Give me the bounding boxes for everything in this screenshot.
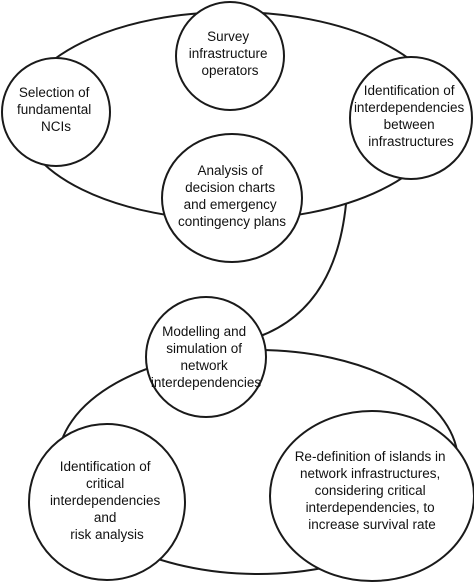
analysis-node: Analysis of decision charts and emergenc…: [161, 133, 303, 263]
modelling-line: simulation of: [166, 341, 242, 356]
modelling-line: network: [180, 358, 228, 373]
identification-interdependencies-line: Identification of: [364, 83, 455, 98]
survey-node-label: Survey infrastructure operators: [189, 29, 272, 78]
survey-node-circle: [175, 1, 285, 111]
selection-line: fundamental: [17, 102, 91, 117]
identification-critical-line: and: [94, 510, 117, 525]
analysis-node-circle: [161, 133, 303, 263]
redefinition-node-circle: [269, 410, 474, 582]
redefinition-line: interdependencies, to: [306, 500, 435, 515]
identification-interdependencies-circle: [349, 56, 473, 180]
modelling-line: Modelling and: [162, 324, 246, 339]
selection-node-circle: [1, 57, 111, 167]
identification-critical-circle: [28, 423, 186, 581]
identification-interdependencies-line: infrastructures: [368, 134, 454, 149]
survey-line: Survey: [207, 29, 249, 44]
modelling-node-circle: [145, 296, 267, 418]
identification-critical-node: Identification of critical interdependen…: [28, 423, 186, 581]
identification-critical-line: Identification of: [60, 459, 151, 474]
identification-critical-line: interdependencies: [50, 493, 161, 508]
analysis-line: Analysis of: [197, 163, 263, 178]
analysis-node-label: Analysis of decision charts and emergenc…: [178, 163, 286, 229]
modelling-node: Modelling and simulation of network inte…: [145, 296, 267, 418]
identification-critical-line: risk analysis: [70, 527, 144, 542]
analysis-line: decision charts: [185, 180, 275, 195]
identification-interdependencies-label: Identification of interdependencies betw…: [354, 83, 468, 149]
modelling-line: interdependencies: [151, 375, 262, 390]
analysis-line: contingency plans: [178, 214, 286, 229]
identification-critical-line: critical: [86, 476, 124, 491]
redefinition-line: Re-definition of islands in: [295, 449, 446, 464]
identification-critical-label: Identification of critical interdependen…: [50, 459, 164, 542]
redefinition-line: considering critical: [315, 483, 426, 498]
redefinition-node-label: Re-definition of islands in network infr…: [295, 449, 450, 532]
identification-interdependencies-line: between: [384, 117, 435, 132]
redefinition-node: Re-definition of islands in network infr…: [269, 410, 474, 582]
selection-node: Selection of fundamental NCIs: [1, 57, 111, 167]
selection-line: Selection of: [19, 85, 90, 100]
identification-interdependencies-node: Identification of interdependencies betw…: [349, 56, 473, 180]
selection-line: NCIs: [41, 119, 71, 134]
redefinition-line: network infrastructures,: [300, 466, 440, 481]
modelling-node-label: Modelling and simulation of network inte…: [151, 324, 262, 390]
survey-line: infrastructure: [189, 46, 268, 61]
survey-node: Survey infrastructure operators: [175, 1, 285, 111]
connector-arc: [257, 203, 347, 338]
selection-node-label: Selection of fundamental NCIs: [17, 85, 95, 134]
identification-interdependencies-line: interdependencies: [354, 100, 465, 115]
survey-line: operators: [201, 63, 258, 78]
analysis-line: and emergency: [184, 197, 277, 212]
redefinition-line: increase survival rate: [308, 517, 436, 532]
